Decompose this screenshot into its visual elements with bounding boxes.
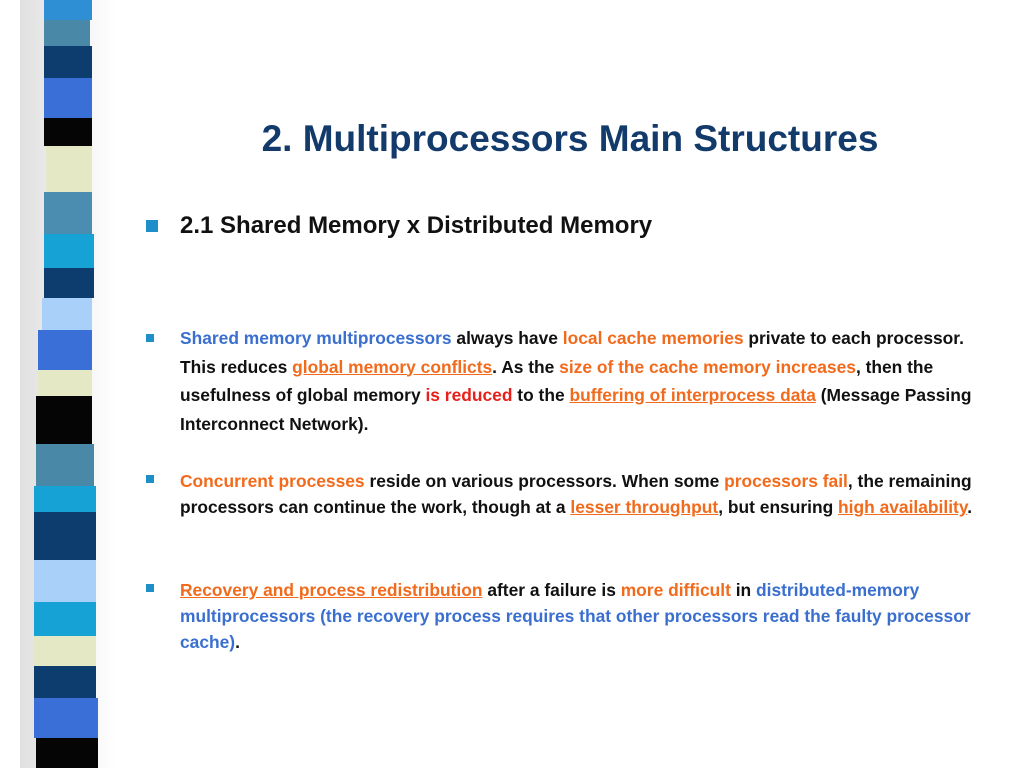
stripe-block xyxy=(34,666,96,698)
text-segment: . xyxy=(967,497,973,517)
stripe-block xyxy=(36,396,92,444)
text-segment: buffering of interprocess data xyxy=(569,385,816,405)
text-segment: lesser throughput xyxy=(570,497,719,517)
bullet-square-icon xyxy=(146,334,154,342)
text-segment: high availability xyxy=(838,497,968,517)
text-segment: distributed-memory multiprocessors (the … xyxy=(180,580,971,652)
text-segment: global memory conflicts xyxy=(292,356,493,377)
bullet-square-icon xyxy=(146,220,158,232)
text-segment: size of the cache memory increases xyxy=(559,356,856,377)
stripe-block xyxy=(44,0,92,20)
stripe-block xyxy=(44,234,94,268)
text-segment: . As the xyxy=(492,356,560,377)
stripe-block xyxy=(44,46,92,78)
stripe-block xyxy=(34,560,96,602)
bullet-point: Concurrent processes reside on various p… xyxy=(146,468,986,520)
stripe-block xyxy=(34,486,96,512)
text-segment: Shared memory multiprocessors xyxy=(180,328,452,348)
stripe-block xyxy=(36,444,94,486)
text-segment: , but ensuring xyxy=(718,497,839,517)
section-heading: 2.1 Shared Memory x Distributed Memory xyxy=(146,212,652,240)
text-segment: Concurrent processes xyxy=(180,471,365,491)
text-segment: after a failure is xyxy=(482,580,621,600)
stripe-block xyxy=(44,268,94,298)
bullet-point: Shared memory multiprocessors always hav… xyxy=(146,324,986,438)
bullet-point: Recovery and process redistribution afte… xyxy=(146,577,986,655)
section-heading-text: 2.1 Shared Memory x Distributed Memory xyxy=(180,212,653,239)
stripe-block xyxy=(46,146,92,192)
bullet-square-icon xyxy=(146,475,154,483)
stripe-block xyxy=(44,78,92,118)
stripe-block xyxy=(44,20,90,46)
text-segment: , then the usefulness of global memory xyxy=(180,356,934,406)
text-segment: local cache memories xyxy=(562,328,744,348)
text-segment: (Message Passing Interconnect Network). xyxy=(180,385,972,434)
text-segment: , the remaining processors can continue … xyxy=(180,471,972,517)
stripe-block xyxy=(36,738,98,768)
stripe-block xyxy=(34,698,98,738)
text-segment: private to each processor. This reduces xyxy=(180,328,964,377)
stripe-block xyxy=(34,636,96,666)
stripe-block xyxy=(44,118,92,146)
stripe-block xyxy=(44,192,92,234)
decorative-stripe-bar xyxy=(0,0,116,768)
text-segment: . xyxy=(235,632,240,652)
text-segment: more difficult xyxy=(620,580,731,600)
stripe-block xyxy=(42,298,92,330)
stripe-block xyxy=(34,602,96,636)
slide-title: 2. Multiprocessors Main Structures xyxy=(261,118,879,159)
text-segment: to the xyxy=(512,385,570,405)
bullet-point-text: Concurrent processes reside on various p… xyxy=(180,468,986,520)
text-segment: in xyxy=(730,580,756,600)
text-segment: Recovery and process redistribution xyxy=(180,580,483,600)
bullet-point-text: Shared memory multiprocessors always hav… xyxy=(180,324,986,438)
text-segment: always have xyxy=(451,328,563,348)
bullet-square-icon xyxy=(146,584,154,592)
bullet-point-text: Recovery and process redistribution afte… xyxy=(180,577,986,655)
stripe-block xyxy=(34,512,96,560)
text-segment: processors fail xyxy=(724,471,848,491)
text-segment: is reduced xyxy=(425,385,513,405)
stripe-block xyxy=(38,370,92,396)
text-segment: reside on various processors. When some xyxy=(364,471,725,491)
stripe-block xyxy=(38,330,92,370)
